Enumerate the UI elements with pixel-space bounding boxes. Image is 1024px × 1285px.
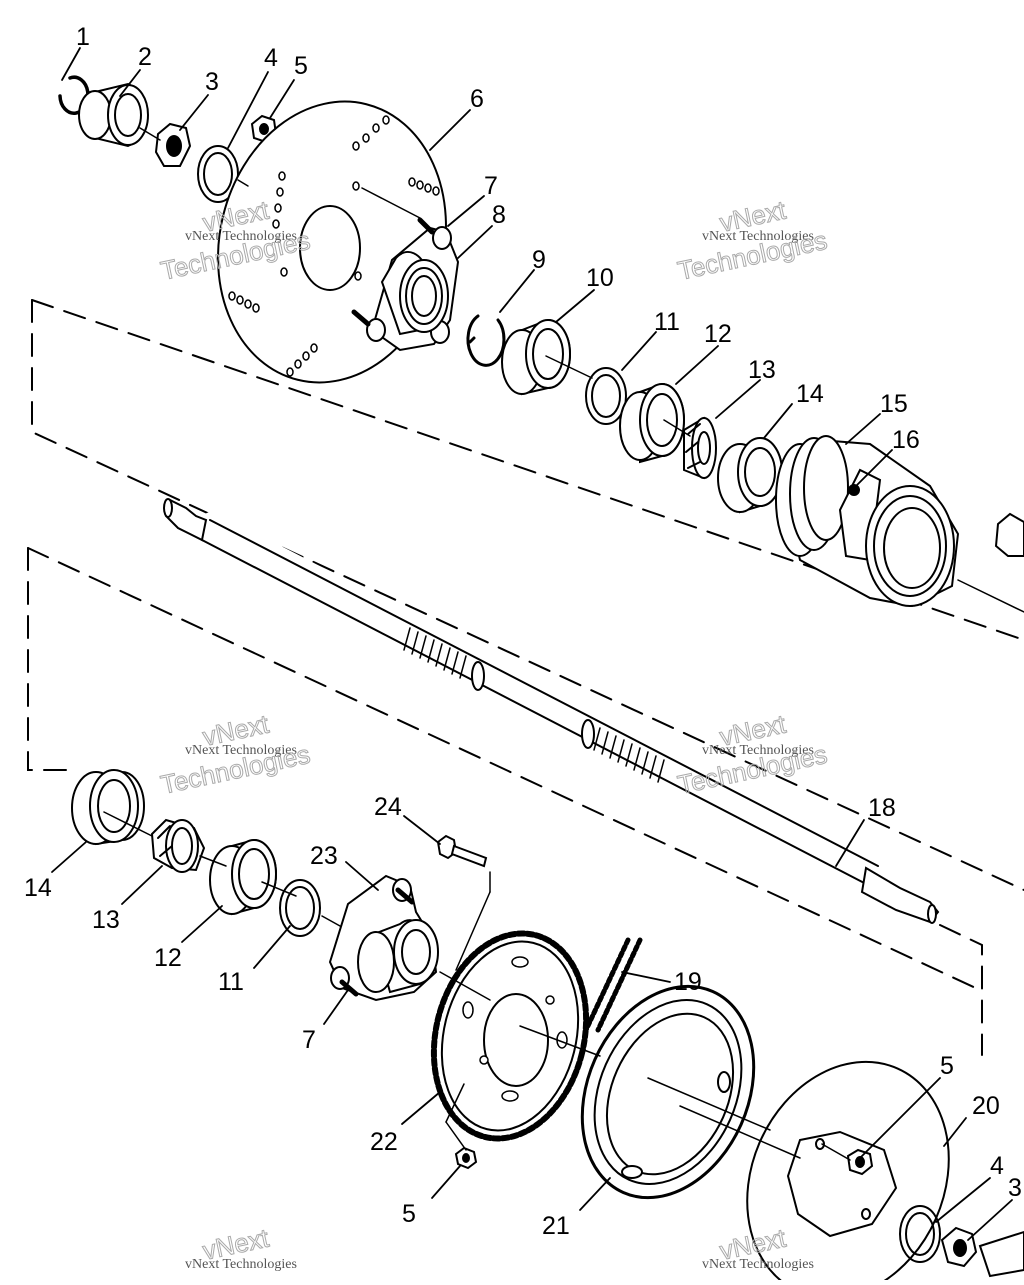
sprocket-part-22	[430, 930, 590, 1142]
watermark-3: vNext Technologies vNext Technologies	[158, 708, 314, 800]
callout-24: 24	[374, 793, 402, 821]
callout-23: 23	[310, 842, 338, 870]
watermark-company-text: vNext Technologies	[702, 1257, 814, 1272]
callout-12: 12	[704, 320, 732, 348]
callout-10: 10	[586, 264, 614, 292]
callout-21: 21	[542, 1212, 570, 1240]
seal-part-14-lower	[71, 769, 145, 846]
callout-15: 15	[880, 390, 908, 418]
callout-7-lower: 7	[302, 1026, 316, 1054]
callout-11-lower: 11	[218, 968, 244, 996]
watermark-company-text: vNext Technologies	[702, 743, 814, 758]
watermark-company-text: vNext Technologies	[185, 743, 297, 758]
assembly-outline-upper	[31, 299, 1024, 891]
hub-flange-part-8	[366, 226, 460, 352]
chain-part-19	[583, 937, 643, 1033]
bearing-cup-part-12-lower	[209, 838, 277, 916]
watermark-2: vNext Technologies vNext Technologies	[675, 194, 831, 286]
callout-16: 16	[892, 426, 920, 454]
small-nut-part-5-lower	[454, 1146, 478, 1170]
callout-14-lower: 14	[24, 874, 52, 902]
watermark-5: vNext Technologies vNext	[185, 1222, 297, 1272]
callout-5-lower: 5	[402, 1200, 416, 1228]
bushing-part-2	[78, 82, 149, 148]
callout-11: 11	[654, 308, 680, 336]
roller-bearing-part-13-lower	[150, 818, 206, 873]
callout-5-on-disc: 5	[940, 1052, 954, 1080]
callout-8: 8	[492, 201, 506, 229]
watermark-company-text: vNext Technologies	[185, 1257, 297, 1272]
callout-22: 22	[370, 1128, 398, 1156]
callout-6: 6	[470, 85, 484, 113]
callout-3: 3	[205, 68, 219, 96]
brake-ring-part-21	[580, 984, 756, 1200]
sprocket-hub-part-23	[328, 874, 439, 1002]
callout-labels: 1 2 3 4 5 6 7 8 9 10 11 12 13 14 15 16 1…	[24, 23, 1022, 1240]
washer-part-11-lower	[279, 879, 321, 937]
washer-part-11-upper	[585, 367, 627, 425]
watermark-4: vNext Technologies vNext Technologies	[675, 708, 831, 800]
callout-4: 4	[264, 44, 278, 72]
callout-5: 5	[294, 52, 308, 80]
stud-part-7-upper	[351, 217, 435, 327]
nut-part-3-lower	[940, 1226, 1024, 1278]
bolt-part-24	[436, 834, 488, 868]
callout-4-lower: 4	[990, 1152, 1004, 1180]
callout-2: 2	[138, 43, 152, 71]
assembly-outline-lower	[27, 547, 983, 1056]
nut-part-3-upper	[154, 122, 192, 167]
callout-13-lower: 13	[92, 906, 120, 934]
plug-part-16	[848, 484, 860, 496]
leader-lines	[51, 47, 1013, 1241]
washer-part-4-lower	[899, 1205, 941, 1263]
seal-part-14-upper	[717, 436, 783, 514]
bearing-cup-part-12-upper	[619, 382, 685, 464]
callout-20: 20	[972, 1092, 1000, 1120]
centerlines	[103, 127, 1024, 1161]
roller-bearing-part-13-upper	[683, 416, 717, 480]
watermark-company-text: vNext Technologies	[702, 229, 814, 244]
callout-9: 9	[532, 246, 546, 274]
callout-18: 18	[868, 794, 896, 822]
callout-1: 1	[76, 23, 90, 51]
callout-3-lower: 3	[1008, 1174, 1022, 1202]
axle-shaft-part-18	[163, 498, 940, 924]
callout-13: 13	[748, 356, 776, 384]
callout-12-lower: 12	[154, 944, 182, 972]
callout-19: 19	[674, 968, 702, 996]
bracket-partial	[994, 512, 1024, 557]
callout-7: 7	[484, 172, 498, 200]
watermark-company-text: vNext Technologies	[185, 229, 297, 244]
stud-part-7-lower	[339, 887, 415, 997]
callout-14: 14	[796, 380, 824, 408]
bearing-race-part-10	[501, 318, 571, 396]
axle-housing-part-15	[775, 435, 960, 608]
circlip-part-9	[466, 314, 506, 367]
watermark-6: vNext Technologies vNext	[702, 1222, 814, 1272]
